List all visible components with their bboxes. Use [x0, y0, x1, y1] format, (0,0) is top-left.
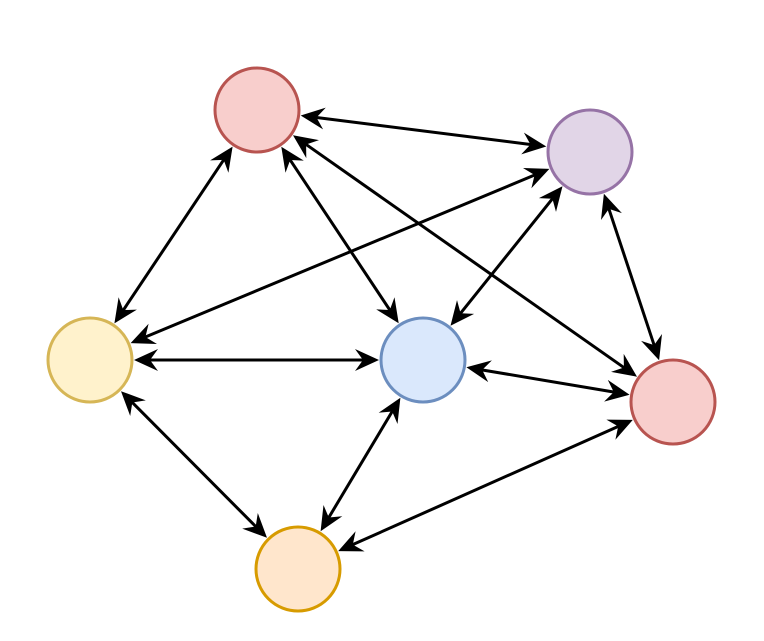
- node-top-red: [213, 66, 301, 154]
- arrowhead-icon: [210, 146, 233, 173]
- arrowhead-icon: [466, 360, 492, 383]
- arrowhead-icon: [601, 193, 622, 220]
- arrowhead-icon: [606, 419, 633, 440]
- arrowhead-icon: [611, 353, 637, 377]
- edge-line: [142, 172, 538, 340]
- arrowhead-icon: [320, 505, 343, 532]
- arrowhead-icon: [538, 186, 563, 212]
- edge-orange-right-red: [338, 419, 633, 552]
- edge-top-red-yellow: [114, 146, 233, 324]
- edge-top-red-purple: [300, 107, 547, 155]
- arrowhead-icon: [121, 391, 146, 416]
- edge-line: [326, 409, 395, 520]
- node-orange: [254, 525, 342, 613]
- edge-line: [606, 206, 657, 348]
- nodes-layer: [46, 66, 717, 613]
- arrowhead-icon: [521, 132, 547, 155]
- node-purple: [546, 108, 634, 196]
- arrowhead-icon: [338, 531, 365, 552]
- edge-line: [287, 157, 393, 313]
- edge-purple-blue: [450, 186, 563, 326]
- arrowhead-icon: [130, 323, 157, 344]
- arrowhead-icon: [378, 397, 401, 424]
- edges-layer: [114, 107, 662, 552]
- edge-top-red-right-red: [293, 135, 637, 377]
- edge-yellow-orange: [121, 391, 267, 538]
- edge-top-red-blue: [281, 146, 399, 324]
- arrowhead-icon: [523, 168, 550, 189]
- arrowhead-icon: [641, 334, 662, 361]
- node-right-red: [629, 358, 717, 446]
- edge-blue-orange: [320, 397, 401, 532]
- edge-purple-yellow: [130, 168, 550, 344]
- arrowhead-icon: [134, 349, 158, 371]
- edge-line: [350, 424, 621, 547]
- edge-line: [479, 368, 617, 394]
- edge-line: [458, 196, 555, 316]
- arrowhead-icon: [242, 513, 267, 538]
- edge-purple-right-red: [601, 193, 662, 361]
- arrowhead-icon: [376, 297, 399, 324]
- edge-line: [314, 115, 533, 147]
- arrowhead-icon: [300, 107, 326, 130]
- arrowhead-icon: [604, 379, 630, 402]
- edge-blue-right-red: [466, 360, 630, 402]
- node-yellow: [46, 316, 134, 404]
- arrowhead-icon: [281, 146, 304, 173]
- edge-line: [303, 142, 627, 370]
- arrowhead-icon: [293, 135, 319, 159]
- edge-line: [120, 157, 227, 313]
- arrowhead-icon: [355, 349, 379, 371]
- node-blue: [379, 316, 467, 404]
- arrowhead-icon: [114, 297, 137, 324]
- edge-line: [129, 400, 259, 529]
- arrowhead-icon: [450, 300, 475, 326]
- edge-yellow-blue: [134, 349, 379, 371]
